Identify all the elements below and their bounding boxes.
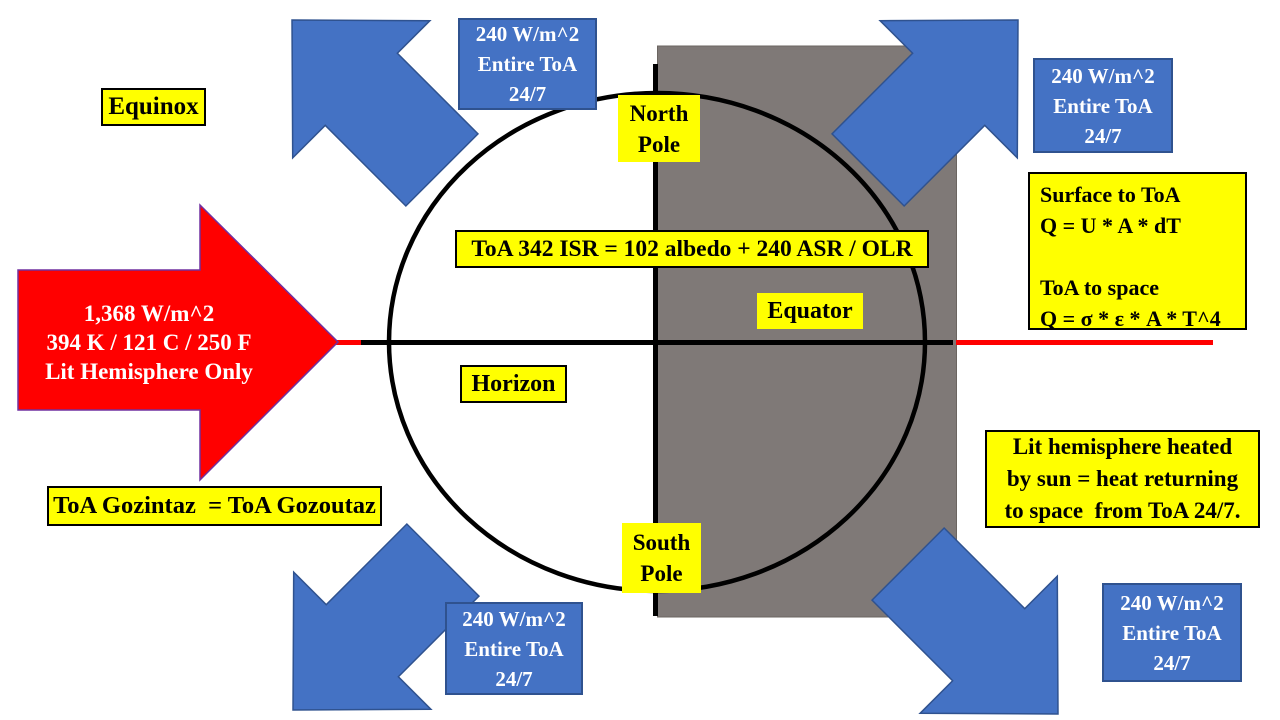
toa-balance-label: ToA 342 ISR = 102 albedo + 240 ASR / OLR (455, 230, 929, 268)
north-pole-line: North (629, 100, 689, 126)
olr-arrow-northwest (291, 19, 480, 208)
olr-box-line: Entire ToA (477, 52, 578, 76)
surface-to-toa-box: Surface to ToA Q = U * A * dT ToA to spa… (1028, 172, 1247, 331)
lit-hemisphere-line: Lit hemisphere heated (1012, 434, 1233, 459)
surface-box-line (1040, 241, 1245, 272)
lit-hemisphere-line: to space from ToA 24/7. (1004, 498, 1241, 523)
north-pole-line: Pole (637, 131, 681, 157)
north-pole-label: North Pole (618, 95, 700, 162)
surface-box-line: Surface to ToA (1040, 182, 1181, 207)
olr-box-line: 240 W/m^2 (1120, 590, 1224, 615)
gozintaz-label: ToA Gozintaz = ToA Gozoutaz (47, 486, 382, 526)
lit-hemisphere-line: by sun = heat returning (1006, 466, 1239, 491)
olr-box-top-right: 240 W/m^2 Entire ToA 24/7 (1033, 58, 1173, 153)
olr-box-line: 24/7 (1084, 123, 1122, 148)
sun-arrow-line-3: Lit Hemisphere Only (45, 359, 253, 384)
olr-box-line: Entire ToA (1122, 620, 1222, 645)
olr-box-line: Entire ToA (1053, 93, 1153, 118)
olr-box-line: 240 W/m^2 (462, 606, 566, 631)
olr-box-line: Entire ToA (464, 636, 564, 661)
surface-box-line: Q = U * A * dT (1040, 213, 1181, 238)
olr-box-line: 24/7 (495, 666, 533, 691)
sun-arrow-line-1: 1,368 W/m^2 (83, 301, 215, 326)
olr-arrow-northeast (830, 19, 1019, 208)
olr-arrow-southeast (870, 526, 1059, 715)
olr-box-top-left: 240 W/m^2 Entire ToA 24/7 (458, 18, 597, 110)
sun-arrow (17, 203, 340, 482)
equator-label: Equator (757, 293, 863, 329)
equinox-label: Equinox (101, 88, 206, 126)
south-pole-line: South (632, 530, 691, 555)
olr-box-line: 24/7 (508, 82, 547, 106)
olr-box-line: 240 W/m^2 (1051, 63, 1155, 88)
lit-hemisphere-box: Lit hemisphere heated by sun = heat retu… (985, 430, 1260, 528)
horizon-label: Horizon (460, 365, 567, 403)
surface-box-line: ToA to space (1040, 275, 1159, 300)
sun-arrow-caption: 1,368 W/m^2 394 K / 121 C / 250 F Lit He… (18, 299, 280, 386)
surface-box-line: Q = σ * ε * A * T^4 (1040, 306, 1221, 331)
south-pole-label: South Pole (622, 523, 701, 593)
olr-box-line: 240 W/m^2 (475, 22, 580, 46)
olr-box-line: 24/7 (1153, 650, 1191, 675)
olr-box-bottom-right: 240 W/m^2 Entire ToA 24/7 (1102, 583, 1242, 682)
south-pole-line: Pole (640, 561, 683, 586)
olr-arrow-southwest (292, 522, 481, 711)
olr-box-bottom-left: 240 W/m^2 Entire ToA 24/7 (445, 602, 583, 695)
sun-arrow-line-2: 394 K / 121 C / 250 F (46, 330, 252, 355)
